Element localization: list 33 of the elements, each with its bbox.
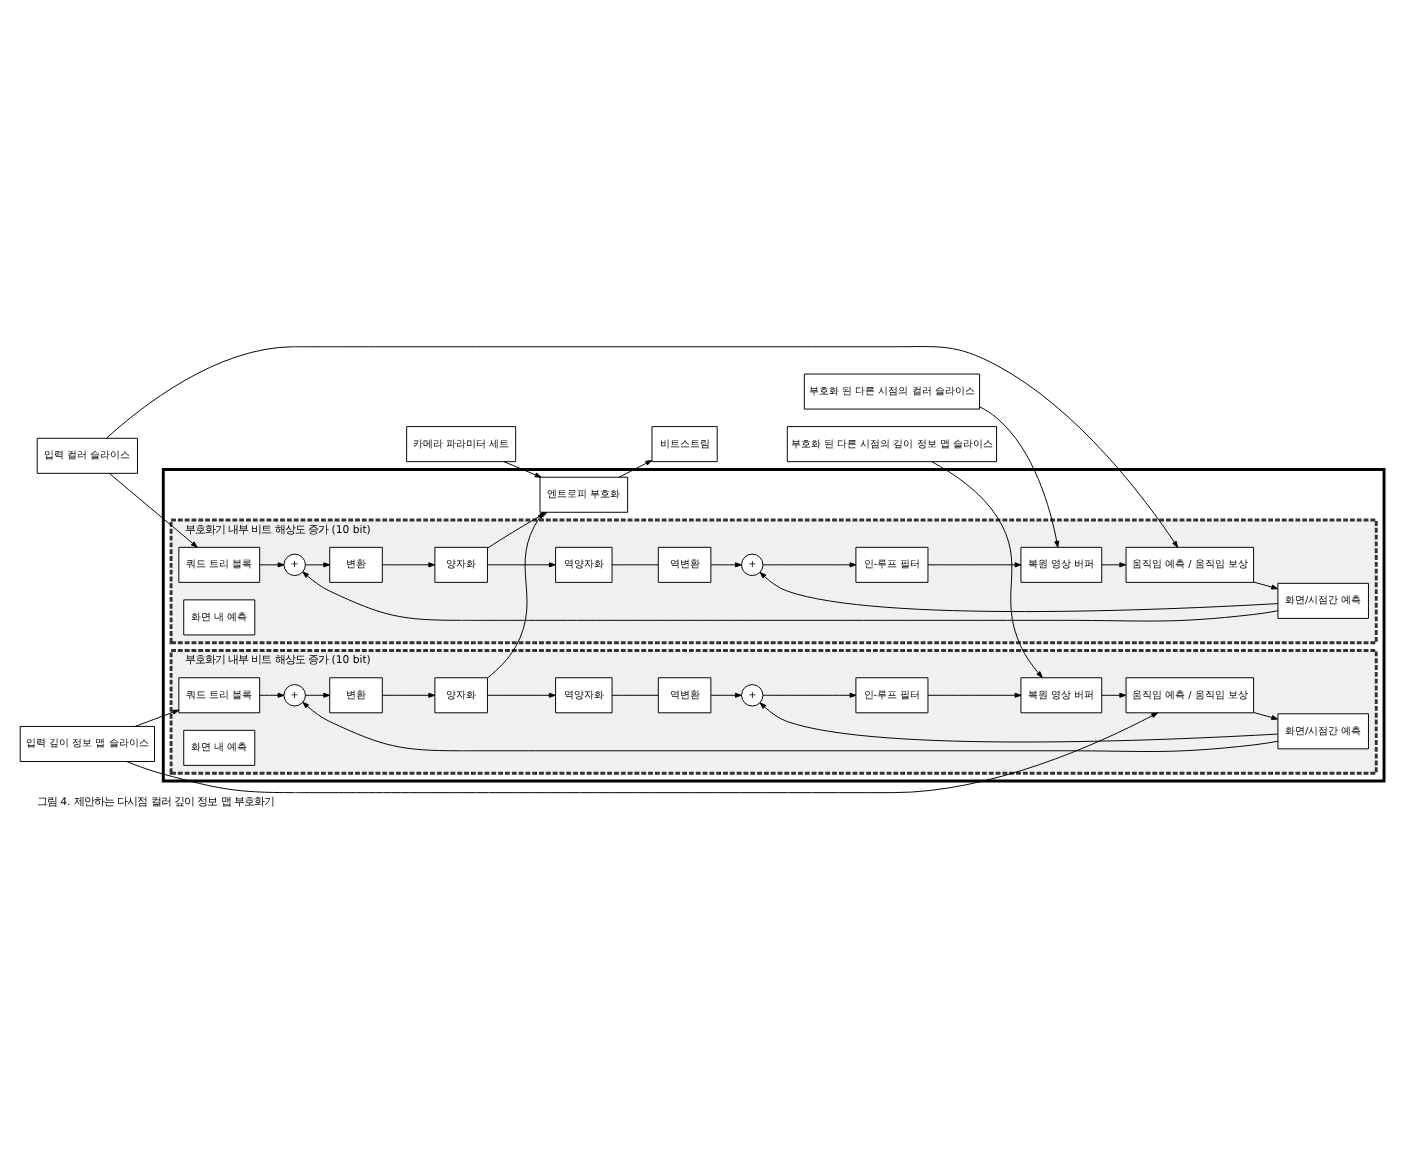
arrow [106,346,1179,548]
connector [611,564,659,566]
arrow [759,702,1279,743]
arrow [1253,581,1279,590]
arrow [762,562,857,568]
arrow [134,709,180,727]
arrow [382,692,436,698]
arrow [305,562,331,568]
arrow [503,461,542,478]
arrow [259,692,285,698]
arrow [979,406,1060,548]
arrow [487,562,556,568]
arrow [762,692,857,698]
arrow [1101,562,1127,568]
arrow [487,511,544,679]
arrow [710,562,742,568]
arrow [259,562,285,568]
arrow [931,461,1043,678]
arrow [1101,692,1127,698]
arrow [1253,712,1279,720]
arrow [618,460,653,478]
arrow [487,692,556,698]
arrow [927,562,1022,568]
arrow [302,571,1279,622]
connector [611,694,659,696]
arrow [927,692,1022,698]
arrow [382,562,436,568]
arrow [759,571,1279,613]
arrow [109,473,198,548]
arrow [126,712,1159,794]
arrow [302,701,1279,752]
arrow [305,692,331,698]
arrow [710,692,742,698]
